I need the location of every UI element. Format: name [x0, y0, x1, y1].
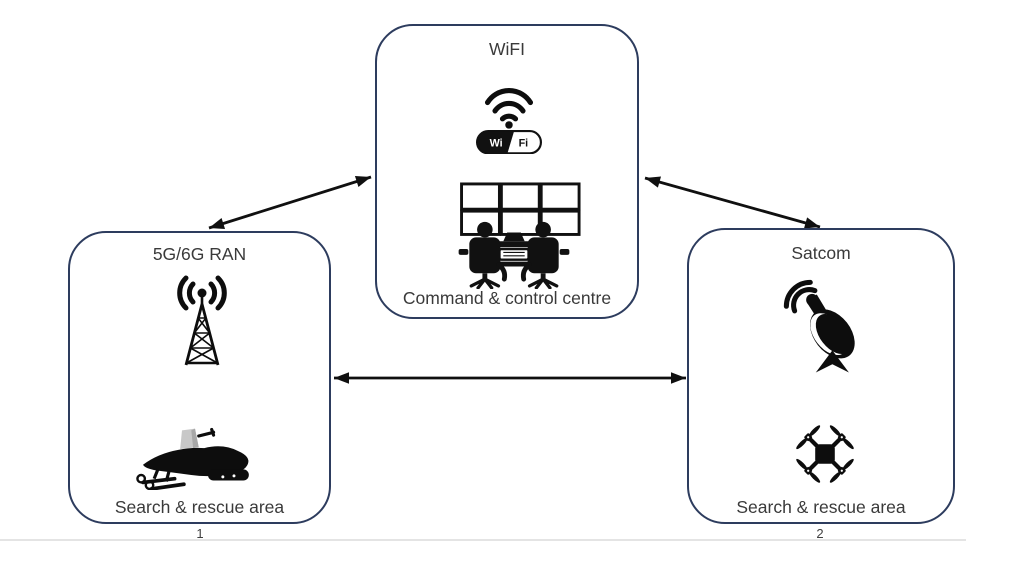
- drone-icon: [790, 419, 860, 489]
- arrow-ran-wifi: [208, 175, 372, 230]
- arrow-ran-satcom: [334, 372, 686, 384]
- node-ran-caption: Search & rescue area: [114, 497, 285, 517]
- wifi-logo-right-text: Fi: [519, 137, 529, 149]
- node-wifi: WiFI Wi Fi: [375, 24, 639, 319]
- node-ran-title: 5G/6G RAN: [152, 244, 247, 264]
- node-wifi-caption: Command & control centre: [402, 288, 612, 308]
- node-ran: 5G/6G RAN: [68, 231, 331, 524]
- wifi-signal-icon: [481, 82, 537, 129]
- node-satcom-title: Satcom: [791, 243, 851, 263]
- ran-area-number: 1: [196, 526, 204, 541]
- node-satcom: Satcom: [687, 228, 955, 524]
- cell-tower-icon: [150, 273, 254, 377]
- satellite-dish-icon: [779, 275, 871, 378]
- arrow-wifi-satcom: [644, 176, 821, 229]
- wifi-logo-left-text: Wi: [490, 137, 503, 149]
- snowmobile-icon: [130, 423, 260, 490]
- divider-line: [0, 539, 966, 541]
- control-centre-icon: [446, 182, 582, 289]
- satcom-area-number: 2: [816, 526, 824, 541]
- node-wifi-title: WiFI: [489, 39, 525, 59]
- wifi-logo-icon: Wi Fi: [476, 130, 542, 155]
- node-satcom-caption: Search & rescue area: [736, 497, 906, 517]
